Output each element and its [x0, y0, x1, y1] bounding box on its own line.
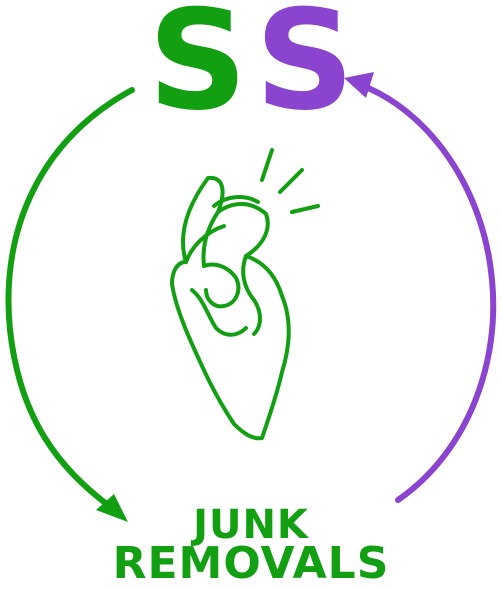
purple-cycle-arrow	[344, 72, 497, 503]
letter-s-purple: S	[255, 0, 355, 141]
green-cycle-arrow	[5, 87, 135, 522]
snapping-fingers-hand-icon	[170, 148, 320, 441]
tagline-removals: REMOVALS	[112, 538, 390, 589]
letter-s-green: S	[148, 0, 248, 141]
tagline-junk: JUNK	[193, 502, 309, 548]
